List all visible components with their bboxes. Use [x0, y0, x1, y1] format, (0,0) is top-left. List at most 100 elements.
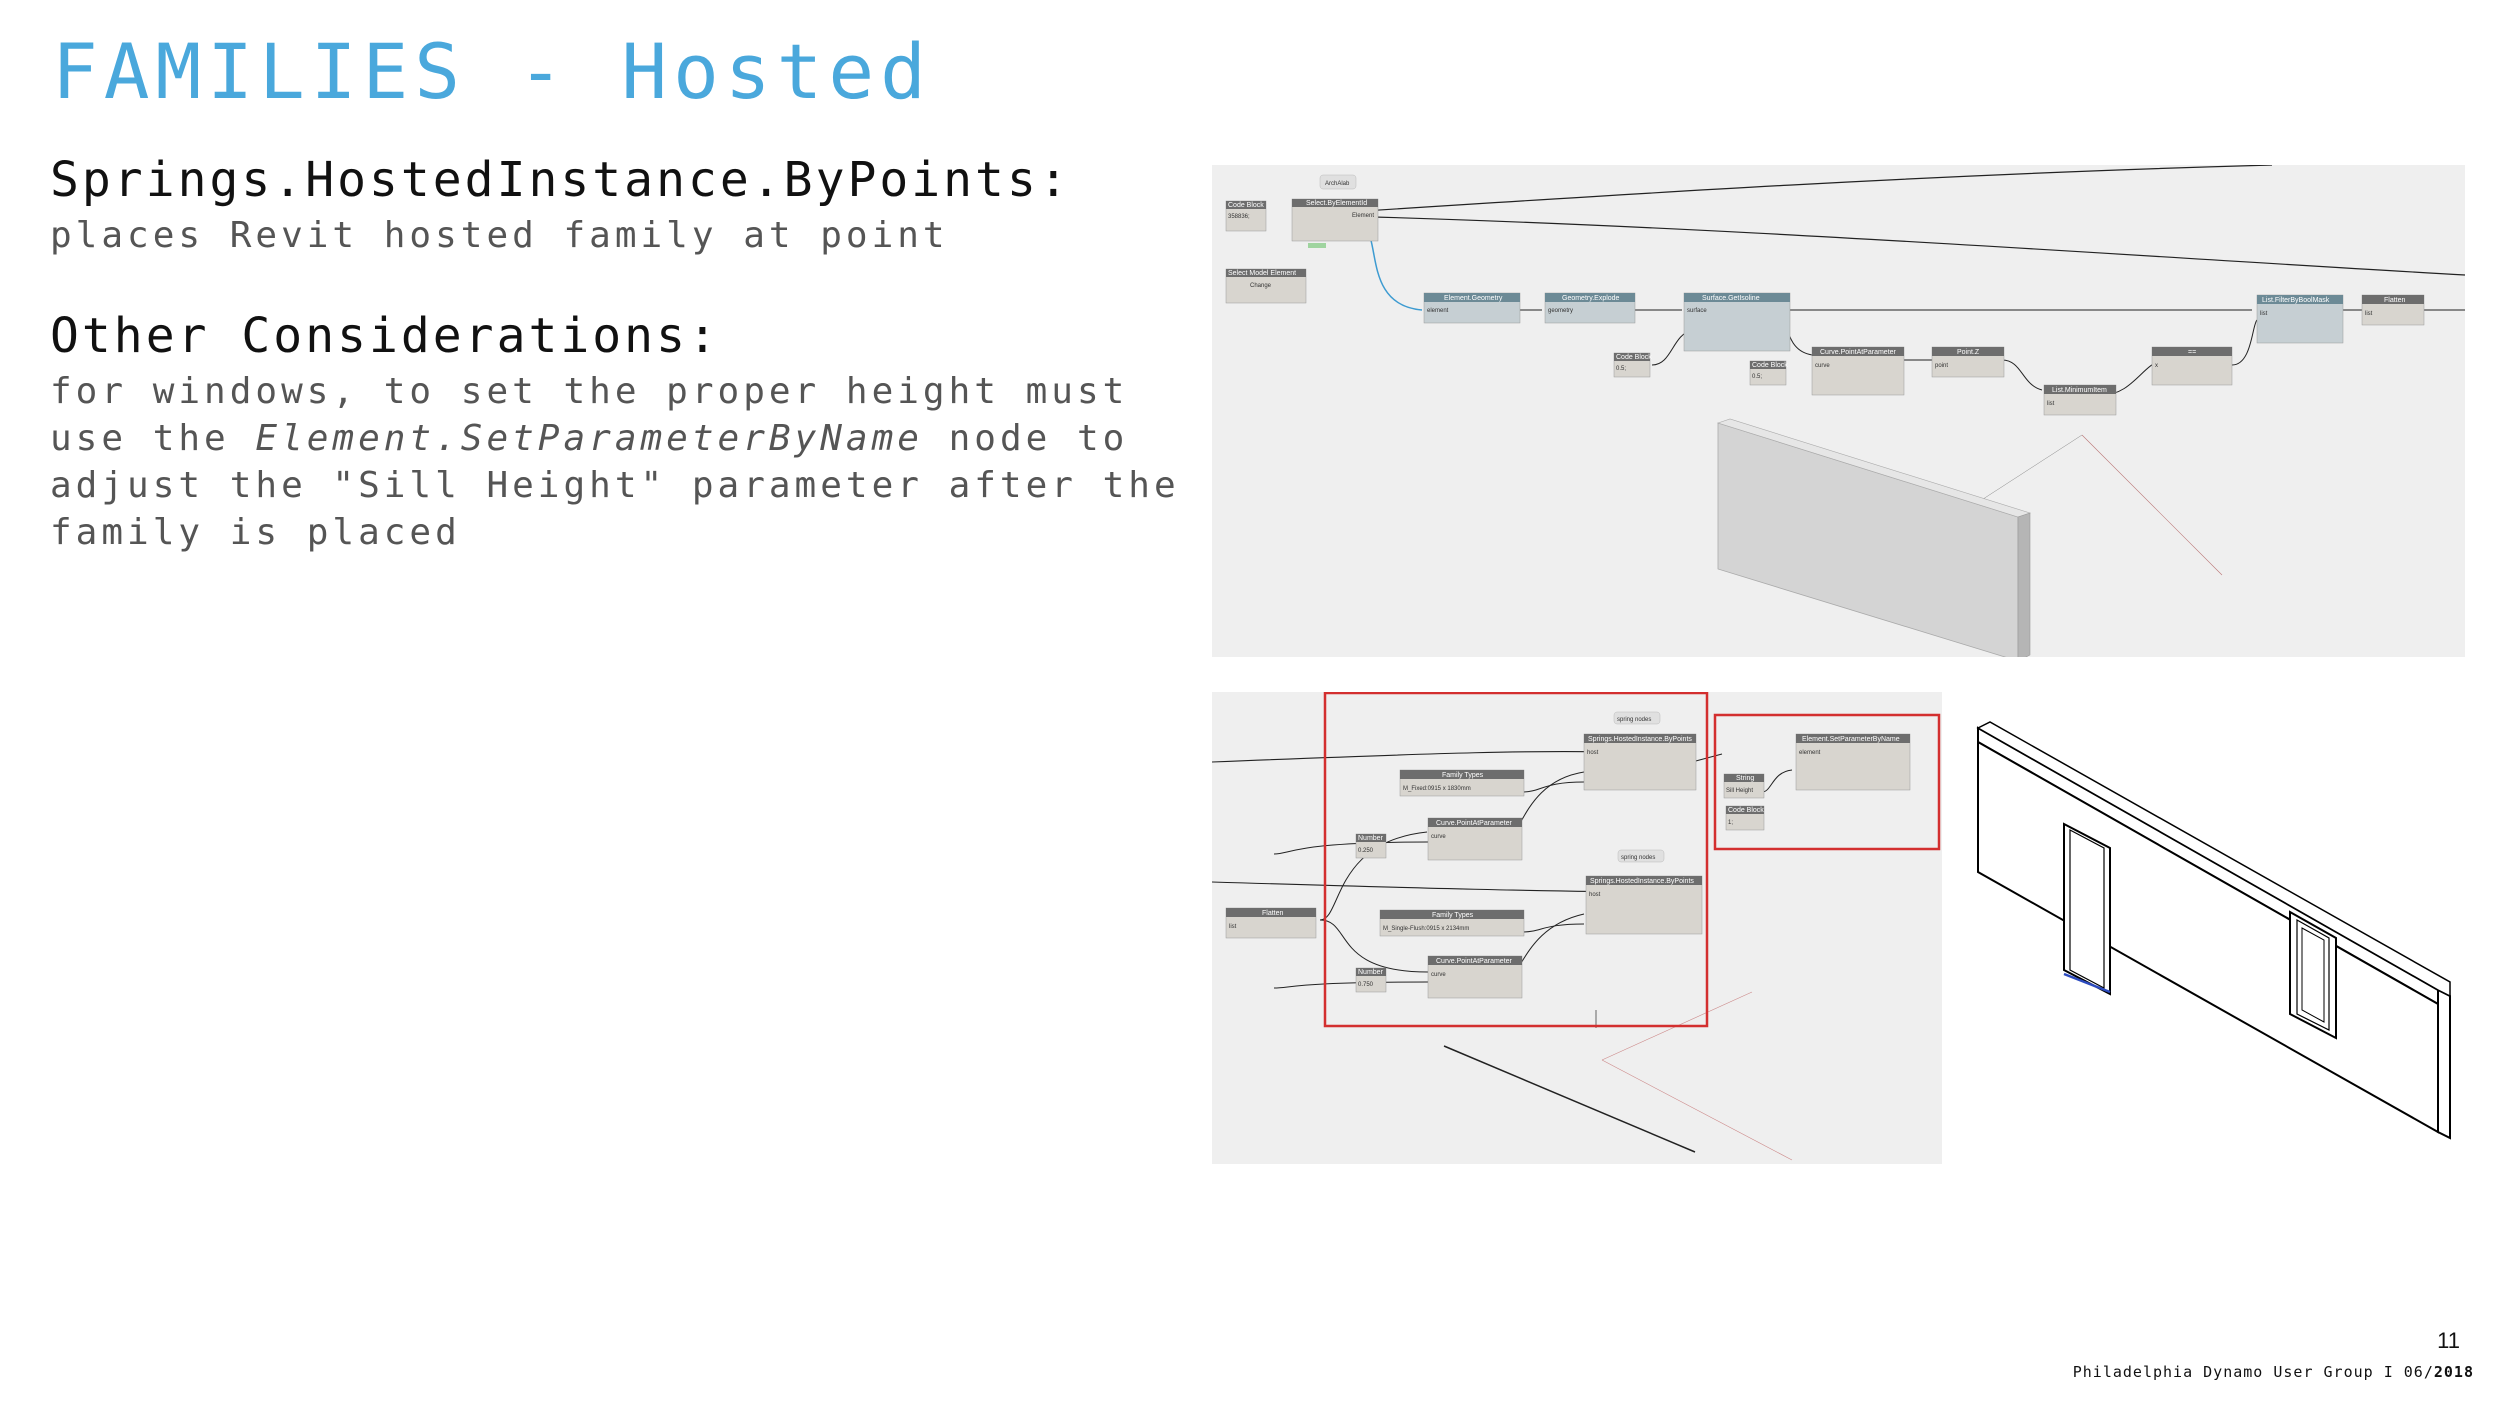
- door-element: [2063, 822, 2111, 996]
- svg-text:0.5;: 0.5;: [1616, 366, 1626, 372]
- svg-text:list: list: [2365, 311, 2373, 317]
- wall-3d-preview: [1717, 418, 2031, 657]
- svg-text:Element: Element: [1352, 213, 1374, 219]
- svg-text:Number: Number: [1358, 969, 1384, 976]
- svg-text:==: ==: [2188, 349, 2196, 356]
- svg-text:1;: 1;: [1728, 820, 1733, 826]
- svg-text:Geometry.Explode: Geometry.Explode: [1562, 295, 1620, 302]
- svg-text:host: host: [1587, 750, 1599, 756]
- node-string-sill-height[interactable]: String Sill Height: [1723, 773, 1765, 799]
- node-curve-point-at-parameter-2[interactable]: Curve.PointAtParameter curve: [1427, 955, 1523, 999]
- svg-text:element: element: [1799, 750, 1821, 756]
- svg-text:Number: Number: [1358, 835, 1384, 842]
- svg-text:Curve.PointAtParameter: Curve.PointAtParameter: [1436, 820, 1513, 827]
- group-label-archalab: ArchAlab: [1325, 181, 1350, 187]
- svg-text:list: list: [1229, 924, 1237, 930]
- node-name-emphasis: Element.SetParameterByName: [255, 418, 923, 459]
- window-element: [2289, 910, 2337, 1040]
- svg-text:Flatten: Flatten: [1262, 910, 1284, 917]
- svg-text:Flatten: Flatten: [2384, 297, 2406, 304]
- svg-text:M_Single-Flush:0915 x 2134mm: M_Single-Flush:0915 x 2134mm: [1383, 926, 1469, 932]
- node-code-block-top[interactable]: Code Block 358836;: [1225, 200, 1267, 232]
- node-number-2[interactable]: Number 0.750: [1355, 967, 1387, 993]
- svg-text:host: host: [1589, 892, 1601, 898]
- node-surface-get-isoline[interactable]: Surface.GetIsoline surface: [1683, 292, 1791, 352]
- node-flatten-bottom[interactable]: Flatten list: [1225, 907, 1317, 939]
- footer-date-year: 2018: [2433, 1363, 2474, 1381]
- svg-text:list: list: [2260, 311, 2268, 317]
- node-point-z[interactable]: Point.Z point: [1931, 346, 2005, 378]
- dynamo-graph-bottom-image: spring nodes spring nodes Family Types M…: [1212, 692, 1942, 1164]
- footer-separator: I: [2383, 1363, 2394, 1381]
- footer-org: Philadelphia Dynamo User Group: [2072, 1363, 2374, 1381]
- node-select-model-element[interactable]: Select Model Element Change: [1225, 268, 1307, 304]
- svg-text:List.MinimumItem: List.MinimumItem: [2052, 387, 2107, 394]
- svg-text:list: list: [2047, 401, 2055, 407]
- node-geometry-explode[interactable]: Geometry.Explode geometry: [1544, 292, 1636, 324]
- svg-text:List.FilterByBoolMask: List.FilterByBoolMask: [2262, 297, 2330, 304]
- svg-text:0.750: 0.750: [1358, 982, 1374, 988]
- svg-text:Springs.HostedInstance.ByPoint: Springs.HostedInstance.ByPoints: [1588, 736, 1692, 743]
- svg-text:0.250: 0.250: [1358, 848, 1374, 854]
- highlight-box-hosted-instance: [1323, 692, 1709, 1028]
- svg-text:curve: curve: [1815, 363, 1830, 369]
- slide-title: FAMILIES - Hosted: [52, 27, 932, 116]
- node-family-types-1[interactable]: Family Types M_Fixed:0915 x 1830mm: [1399, 769, 1525, 797]
- node-flatten-top[interactable]: Flatten list: [2361, 294, 2425, 326]
- node-curve-point-at-parameter-top[interactable]: Curve.PointAtParameter curve: [1811, 346, 1905, 396]
- svg-text:surface: surface: [1687, 308, 1707, 314]
- svg-text:point: point: [1935, 363, 1948, 369]
- footer-date-prefix: 06/: [2403, 1363, 2434, 1381]
- svg-text:Select Model Element: Select Model Element: [1228, 270, 1296, 277]
- node-list-minimum-item[interactable]: List.MinimumItem list: [2043, 384, 2117, 416]
- section-heading-hosted-instance: Springs.HostedInstance.ByPoints:: [50, 152, 1071, 208]
- node-family-types-2[interactable]: Family Types M_Single-Flush:0915 x 2134m…: [1379, 909, 1525, 937]
- node-select-by-element-id[interactable]: Select.ByElementId Element: [1291, 198, 1379, 248]
- group-label-spring-nodes-1: spring nodes: [1617, 717, 1651, 723]
- svg-text:Family Types: Family Types: [1432, 912, 1474, 919]
- svg-text:Change: Change: [1250, 283, 1272, 289]
- considerations-text-end: node to adjust the "Sill Height" paramet…: [50, 418, 1180, 553]
- group-label-spring-nodes-2: spring nodes: [1621, 855, 1655, 861]
- revit-wall-door-window-image: [1960, 692, 2460, 1164]
- svg-text:Element.SetParameterByName: Element.SetParameterByName: [1802, 736, 1900, 743]
- node-code-block-1[interactable]: Code Block 0.5;: [1613, 352, 1652, 378]
- node-list-filter-by-bool-mask[interactable]: List.FilterByBoolMask list: [2256, 294, 2344, 344]
- svg-text:Select.ByElementId: Select.ByElementId: [1306, 200, 1367, 207]
- node-number-1[interactable]: Number 0.250: [1355, 833, 1387, 859]
- svg-text:element: element: [1427, 308, 1449, 314]
- section-heading-considerations: Other Considerations:: [50, 308, 720, 364]
- svg-text:Family Types: Family Types: [1442, 772, 1484, 779]
- svg-text:Code Block: Code Block: [1616, 354, 1652, 361]
- footer: Philadelphia Dynamo User Group I 06/2018: [2073, 1363, 2474, 1381]
- svg-text:curve: curve: [1431, 972, 1446, 978]
- node-code-block-bottom[interactable]: Code Block 1;: [1725, 805, 1764, 831]
- svg-text:358836;: 358836;: [1228, 214, 1250, 220]
- page-number: 11: [2437, 1328, 2460, 1353]
- svg-text:Code Block: Code Block: [1752, 362, 1788, 369]
- svg-text:Surface.GetIsoline: Surface.GetIsoline: [1702, 295, 1760, 302]
- svg-text:Curve.PointAtParameter: Curve.PointAtParameter: [1820, 349, 1897, 356]
- svg-text:String: String: [1736, 775, 1754, 782]
- considerations-text-start: for windows, to set the proper height mu…: [50, 371, 1129, 459]
- svg-text:geometry: geometry: [1548, 308, 1573, 314]
- svg-text:Code Block: Code Block: [1228, 202, 1264, 209]
- svg-text:Point.Z: Point.Z: [1957, 349, 1980, 356]
- node-set-parameter-by-name[interactable]: Element.SetParameterByName element: [1795, 733, 1911, 791]
- node-equals[interactable]: == x: [2151, 346, 2233, 386]
- section-text-hosted-instance: places Revit hosted family at point: [50, 215, 949, 256]
- svg-text:Element.Geometry: Element.Geometry: [1444, 295, 1503, 302]
- svg-text:M_Fixed:0915 x 1830mm: M_Fixed:0915 x 1830mm: [1403, 786, 1471, 792]
- node-code-block-2[interactable]: Code Block 0.5;: [1749, 360, 1788, 386]
- dynamo-graph-top-image: ArchAlab Code Block 358836; Select.ByEle…: [1212, 165, 2465, 657]
- svg-text:Code Block: Code Block: [1728, 807, 1764, 814]
- svg-text:Springs.HostedInstance.ByPoint: Springs.HostedInstance.ByPoints: [1590, 878, 1694, 885]
- node-hosted-instance-by-points-1[interactable]: Springs.HostedInstance.ByPoints host: [1583, 733, 1697, 791]
- svg-text:Curve.PointAtParameter: Curve.PointAtParameter: [1436, 958, 1513, 965]
- node-element-geometry[interactable]: Element.Geometry element: [1423, 292, 1521, 324]
- node-hosted-instance-by-points-2[interactable]: Springs.HostedInstance.ByPoints host: [1585, 875, 1703, 935]
- svg-text:0.5;: 0.5;: [1752, 374, 1762, 380]
- svg-text:curve: curve: [1431, 834, 1446, 840]
- svg-text:Sill Height: Sill Height: [1726, 788, 1753, 794]
- node-curve-point-at-parameter-1[interactable]: Curve.PointAtParameter curve: [1427, 817, 1523, 861]
